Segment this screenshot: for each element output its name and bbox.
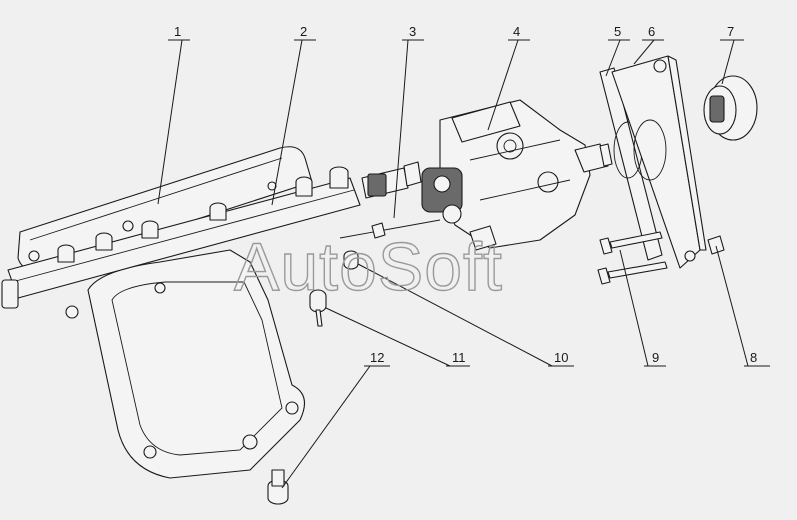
callout-3: 3 [409,24,416,39]
callout-12: 12 [370,350,384,365]
callout-10: 10 [554,350,568,365]
callout-5: 5 [614,24,621,39]
callout-4: 4 [513,24,520,39]
flange-bolts [597,231,668,285]
pump-gasket [599,67,663,261]
leader-lines [157,39,770,489]
mounting-bracket [65,249,306,479]
rail-outlet-ports [57,166,349,263]
callout-1: 1 [174,24,181,39]
connecting-tube-bolt [339,219,441,270]
fuel-rail [1,166,361,309]
bracket-bolt-12 [267,469,289,505]
watermark-text: AutoSoft [234,229,503,305]
gear-nut [707,235,725,255]
pump-drive-gear [703,75,758,141]
callout-9: 9 [652,350,659,365]
high-pressure-pump [421,99,613,251]
callout-labels: 1 2 3 4 5 6 7 8 9 10 11 12 [174,24,757,365]
callout-8: 8 [750,350,757,365]
callout-2: 2 [300,24,307,39]
bracket-bolt-11 [309,289,327,327]
adapter-flange [611,55,707,269]
rail-pressure-sensor [361,161,422,199]
callout-11: 11 [452,350,466,365]
callout-6: 6 [648,24,655,39]
callout-7: 7 [727,24,734,39]
